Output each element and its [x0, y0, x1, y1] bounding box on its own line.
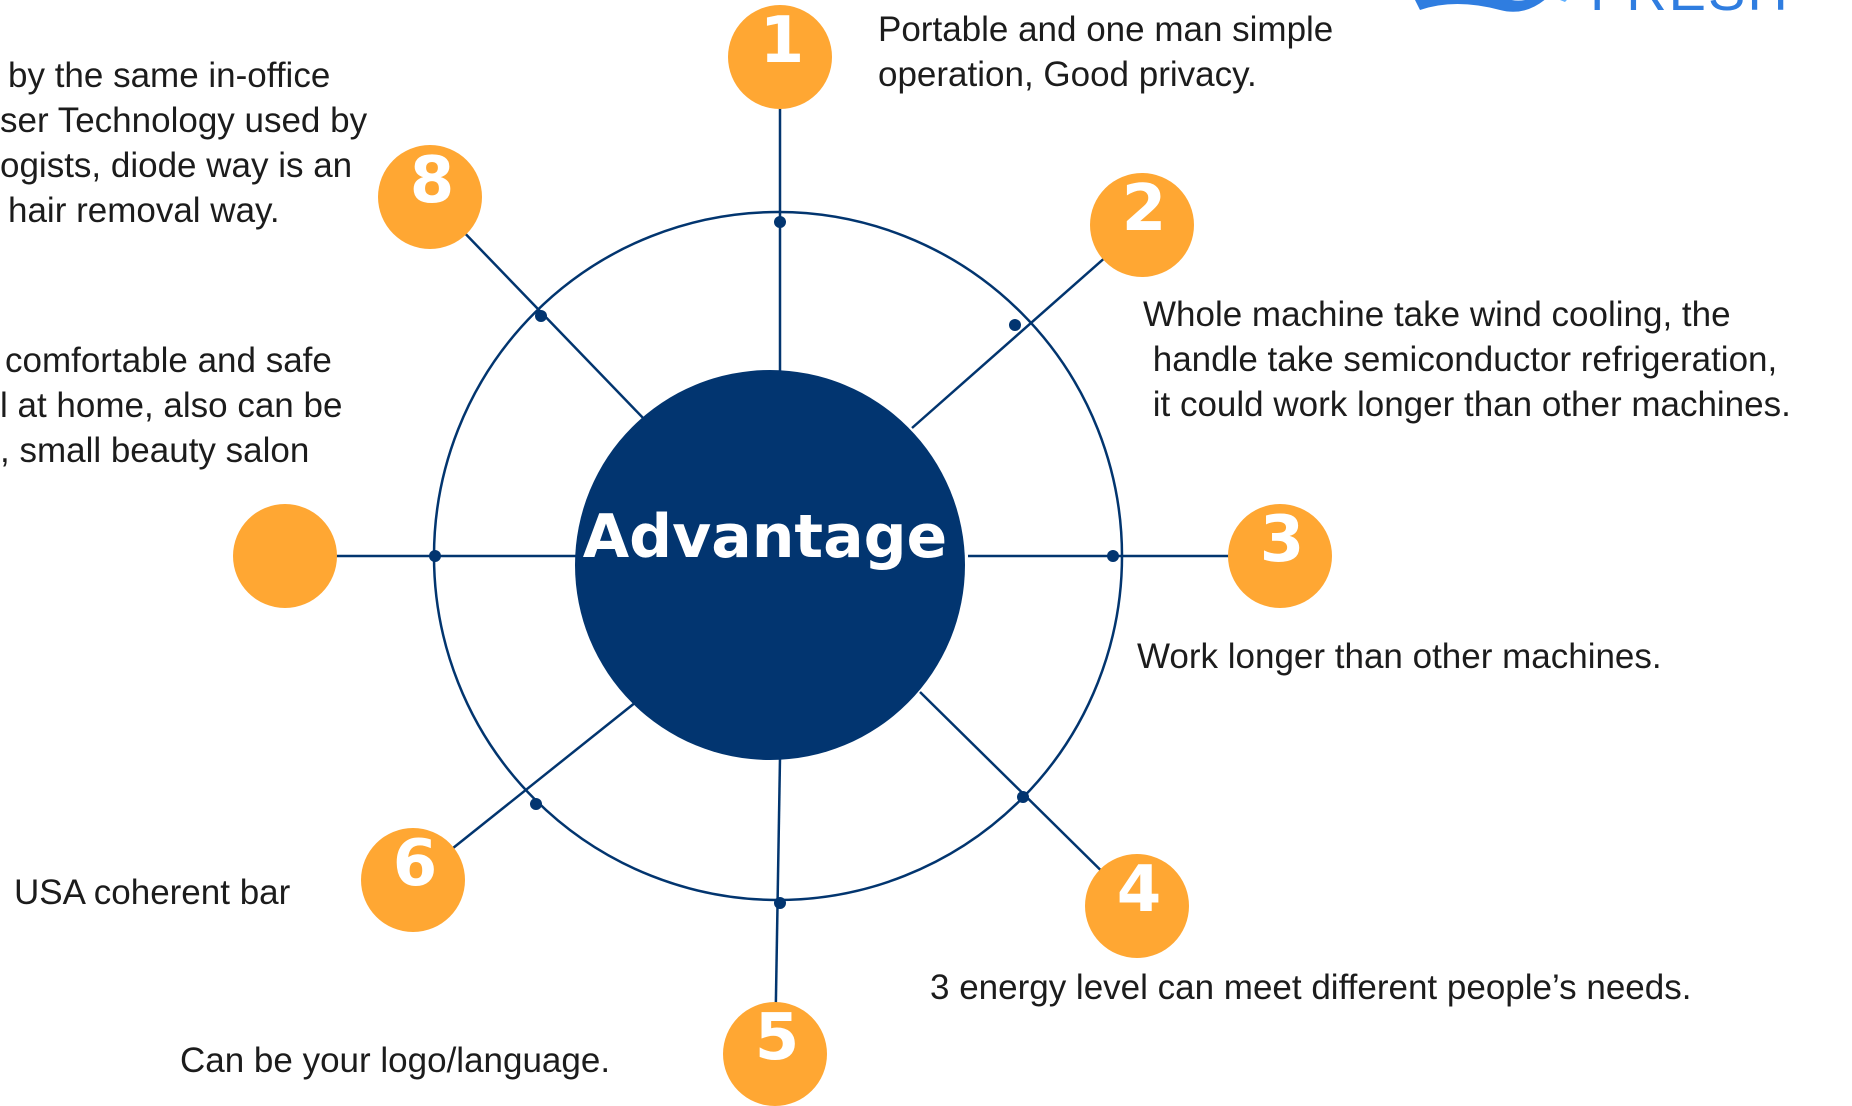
logo-swoosh-icon	[1415, 0, 1567, 12]
badge-4	[1085, 854, 1189, 958]
badge-8	[378, 145, 482, 249]
caption-1: Portable and one man simple operation, G…	[878, 7, 1333, 97]
badge-3	[1228, 504, 1332, 608]
caption-2: Whole machine take wind cooling, the han…	[1143, 292, 1791, 427]
caption-7-line-2: l at home, also can be	[0, 386, 343, 425]
caption-5-line-1: Can be your logo/language.	[180, 1041, 611, 1080]
badge-5	[723, 1002, 827, 1106]
badge-number-5: 5	[755, 1001, 800, 1075]
junction-dot-6	[530, 798, 542, 810]
logo-text: FRESH	[1590, 0, 1790, 23]
badge-number-4: 4	[1117, 853, 1162, 927]
center-hub	[575, 370, 965, 760]
ring-junctions	[429, 216, 1119, 909]
caption-2-line-1: Whole machine take wind cooling, the	[1143, 295, 1731, 334]
junction-dot-4	[1017, 791, 1029, 803]
junction-dot-1	[774, 216, 786, 228]
badge-number-6: 6	[393, 827, 438, 901]
junction-dot-5	[774, 897, 786, 909]
junction-dot-7	[429, 550, 441, 562]
caption-6-line-1: USA coherent bar	[14, 873, 291, 912]
caption-3-line-1: Work longer than other machines.	[1137, 637, 1662, 676]
badge-number-2: 2	[1122, 172, 1167, 246]
caption-7: comfortable and safe l at home, also can…	[0, 338, 342, 473]
number-badges: 1 2 3 4 5 6 8	[233, 4, 1332, 1106]
caption-2-line-3: it could work longer than other machines…	[1143, 385, 1791, 424]
badge-number-1: 1	[760, 4, 805, 78]
caption-5: Can be your logo/language.	[180, 1038, 610, 1083]
caption-8-line-2: ser Technology used by	[0, 101, 368, 140]
badge-2	[1090, 173, 1194, 277]
caption-7-line-3: , small beauty salon	[0, 431, 310, 470]
caption-1-line-1: Portable and one man simple	[878, 10, 1334, 49]
junction-dot-8	[535, 310, 547, 322]
brand-logo: FRESH	[1415, 0, 1835, 23]
center-label: Advantage	[583, 502, 948, 572]
caption-8-line-1: by the same in-office	[8, 56, 331, 95]
junction-dot-3	[1107, 550, 1119, 562]
badge-7	[233, 504, 337, 608]
caption-8-line-4: hair removal way.	[8, 191, 280, 230]
caption-4-line-1: 3 energy level can meet different people…	[930, 968, 1692, 1007]
caption-1-line-2: operation, Good privacy.	[878, 55, 1257, 94]
caption-8: by the same in-office ser Technology use…	[0, 53, 367, 233]
badge-6	[361, 828, 465, 932]
badge-number-3: 3	[1260, 503, 1305, 577]
caption-8-line-3: ogists, diode way is an	[0, 146, 353, 185]
caption-4: 3 energy level can meet different people…	[930, 965, 1691, 1010]
junction-dot-2	[1009, 319, 1021, 331]
caption-3: Work longer than other machines.	[1137, 634, 1662, 679]
caption-2-line-2: handle take semiconductor refrigeration,	[1143, 340, 1778, 379]
caption-7-line-1: comfortable and safe	[5, 341, 332, 380]
badge-number-8: 8	[410, 144, 455, 218]
caption-6: USA coherent bar	[14, 870, 290, 915]
badge-1	[728, 5, 832, 109]
